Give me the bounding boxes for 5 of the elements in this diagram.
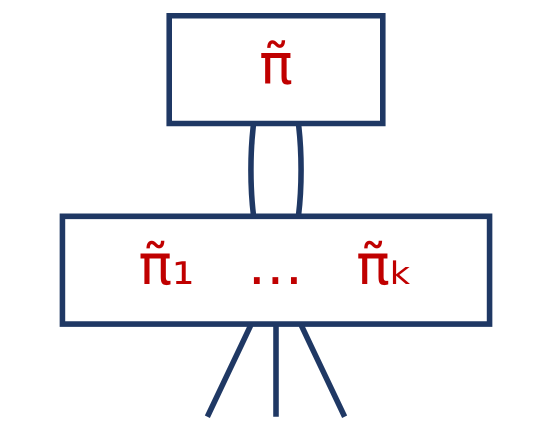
connector — [295, 123, 304, 216]
connector — [248, 123, 256, 216]
node-box: π̃₁ … π̃ₖ — [59, 214, 492, 327]
connector — [272, 324, 278, 417]
node-box: π̃ — [166, 12, 386, 126]
